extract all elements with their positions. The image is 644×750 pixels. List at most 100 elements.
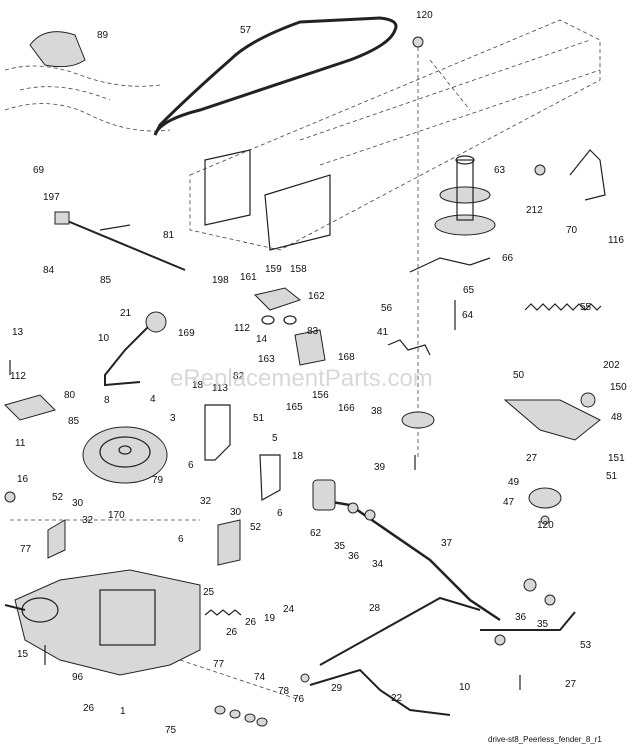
callout-label: 74 xyxy=(254,672,266,683)
callout-label: 113 xyxy=(212,383,228,394)
callout-label: 49 xyxy=(508,477,520,488)
callout-label: 163 xyxy=(258,354,275,365)
rod-22 xyxy=(309,668,451,716)
hardware-bolts xyxy=(4,36,596,690)
rod-53 xyxy=(480,611,576,631)
callout-label: 75 xyxy=(165,725,177,736)
watermark: eReplacementParts.com xyxy=(170,365,433,392)
callout-label: 24 xyxy=(283,604,295,615)
callout-label: 96 xyxy=(72,672,84,683)
callout-label: 63 xyxy=(494,165,506,176)
callout-label: 4 xyxy=(150,394,156,405)
callout-label: 84 xyxy=(43,265,55,276)
callout-labels: 89 57 120 69 197 81 63 212 70 116 84 85 … xyxy=(10,10,627,736)
callout-label: 29 xyxy=(331,683,343,694)
bracket-30-left xyxy=(47,519,66,559)
tension-spring xyxy=(524,303,602,311)
callout-label: 10 xyxy=(459,682,471,693)
callout-label: 81 xyxy=(163,230,175,241)
drive-belt xyxy=(153,16,398,136)
callout-label: 120 xyxy=(416,10,433,21)
callout-label: 36 xyxy=(348,551,360,562)
callout-label: 85 xyxy=(100,275,112,286)
callout-label: 166 xyxy=(338,403,355,414)
linkage-cluster xyxy=(254,287,326,366)
rod-28 xyxy=(319,596,481,666)
callout-label: 15 xyxy=(17,649,29,660)
bracket-70 xyxy=(569,149,606,201)
callout-label: 5 xyxy=(272,433,278,444)
callout-label: 64 xyxy=(462,310,474,321)
callout-label: 79 xyxy=(152,475,164,486)
callout-label: 85 xyxy=(68,416,80,427)
callout-label: 78 xyxy=(278,686,290,697)
callout-label: 27 xyxy=(526,453,538,464)
callout-label: 120 xyxy=(537,520,554,531)
callout-label: 32 xyxy=(82,515,94,526)
callout-label: 161 xyxy=(240,272,257,283)
callout-label: 156 xyxy=(312,390,329,401)
callout-label: 30 xyxy=(72,498,84,509)
bushing-62 xyxy=(312,479,336,511)
callout-label: 18 xyxy=(192,380,204,391)
callout-label: 197 xyxy=(43,192,60,203)
callout-label: 27 xyxy=(565,679,577,690)
callout-label: 22 xyxy=(391,693,403,704)
callout-label: 3 xyxy=(170,413,176,424)
callout-label: 76 xyxy=(293,694,305,705)
callout-label: 26 xyxy=(226,627,238,638)
shift-lever xyxy=(104,324,151,387)
callout-label: 66 xyxy=(502,253,514,264)
callout-label: 25 xyxy=(203,587,215,598)
lift-rod xyxy=(54,211,186,271)
shift-knob xyxy=(145,311,167,333)
bracket-30-right xyxy=(217,519,241,566)
callout-label: 169 xyxy=(178,328,195,339)
callout-label: 34 xyxy=(372,559,384,570)
callout-label: 83 xyxy=(307,326,319,337)
callout-label: 77 xyxy=(20,544,32,555)
idler-pulley-38 xyxy=(401,411,435,429)
callout-label: 170 xyxy=(108,510,125,521)
callout-label: 8 xyxy=(104,395,110,406)
callout-label: 62 xyxy=(310,528,322,539)
dash-guide-2 xyxy=(179,659,301,701)
callout-label: 48 xyxy=(611,412,623,423)
callout-label: 52 xyxy=(250,522,262,533)
callout-label: 70 xyxy=(566,225,578,236)
drawing-id: drive-st8_Peerless_fender_8_r1 xyxy=(488,735,602,744)
callout-label: 6 xyxy=(188,460,194,471)
callout-label: 32 xyxy=(200,496,212,507)
transaxle xyxy=(4,569,201,676)
callout-label: 41 xyxy=(377,327,389,338)
callout-label: 162 xyxy=(308,291,325,302)
callout-label: 39 xyxy=(374,462,386,473)
callout-label: 21 xyxy=(120,308,132,319)
callout-label: 14 xyxy=(256,334,268,345)
callout-label: 202 xyxy=(603,360,620,371)
lever-41 xyxy=(387,339,431,356)
callout-label: 6 xyxy=(277,508,283,519)
pulley-assembly xyxy=(434,155,496,236)
callout-label: 151 xyxy=(608,453,625,464)
callout-label: 16 xyxy=(17,474,29,485)
idler-bracket xyxy=(503,399,601,441)
callout-label: 150 xyxy=(610,382,627,393)
washer-stack-75 xyxy=(214,705,268,727)
callout-label: 116 xyxy=(608,235,624,246)
frame-chassis xyxy=(189,19,601,251)
callout-label: 212 xyxy=(526,205,543,216)
callout-label: 38 xyxy=(371,406,383,417)
callout-label: 51 xyxy=(253,413,265,424)
callout-label: 36 xyxy=(515,612,527,623)
callout-label: 19 xyxy=(264,613,276,624)
callout-label: 30 xyxy=(230,507,242,518)
callout-label: 82 xyxy=(233,371,245,382)
transmission-pulley xyxy=(82,426,168,484)
callout-label: 52 xyxy=(52,492,64,503)
brake-rod-34 xyxy=(319,498,501,622)
callout-label: 158 xyxy=(290,264,307,275)
fender-outline xyxy=(4,31,171,132)
callout-label: 6 xyxy=(178,534,184,545)
